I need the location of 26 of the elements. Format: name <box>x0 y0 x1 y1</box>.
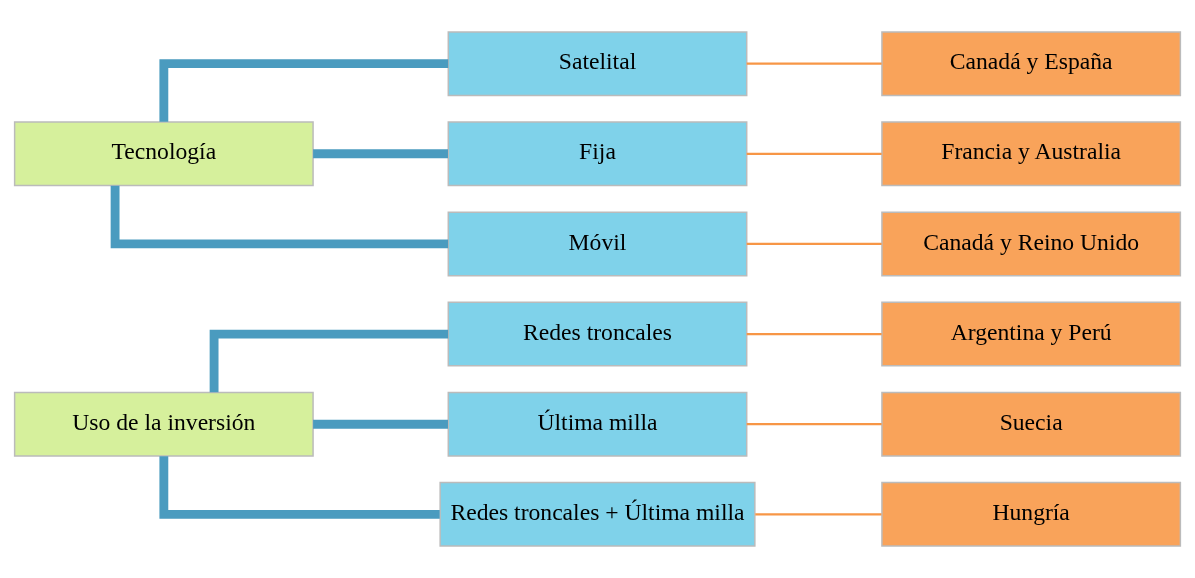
connector <box>746 62 882 65</box>
node-box: Redes troncales + Última milla <box>439 481 756 547</box>
node-box: Argentina y Perú <box>881 301 1182 367</box>
node-box: Francia y Australia <box>881 121 1182 187</box>
connector <box>746 152 882 155</box>
connector <box>746 423 882 426</box>
connector <box>110 185 449 249</box>
node-box: Fija <box>447 121 748 187</box>
node-box: Canadá y Reino Unido <box>881 211 1182 277</box>
connector <box>746 332 882 336</box>
connector <box>313 419 448 429</box>
node-box: Suecia <box>881 391 1182 457</box>
node-box: Redes troncales <box>447 301 748 367</box>
connector <box>159 59 449 122</box>
node-box: Móvil <box>447 211 748 277</box>
node-box: Hungría <box>881 481 1182 547</box>
node-box: Uso de la inversión <box>13 391 314 457</box>
node-box: Canadá y España <box>881 31 1182 97</box>
connector <box>209 329 449 393</box>
connector <box>313 149 448 159</box>
connector <box>755 513 882 516</box>
connector <box>746 242 882 246</box>
node-box: Última milla <box>447 391 748 457</box>
connector <box>159 456 440 519</box>
node-box: Tecnología <box>13 121 314 187</box>
node-box: Satelital <box>447 31 748 97</box>
